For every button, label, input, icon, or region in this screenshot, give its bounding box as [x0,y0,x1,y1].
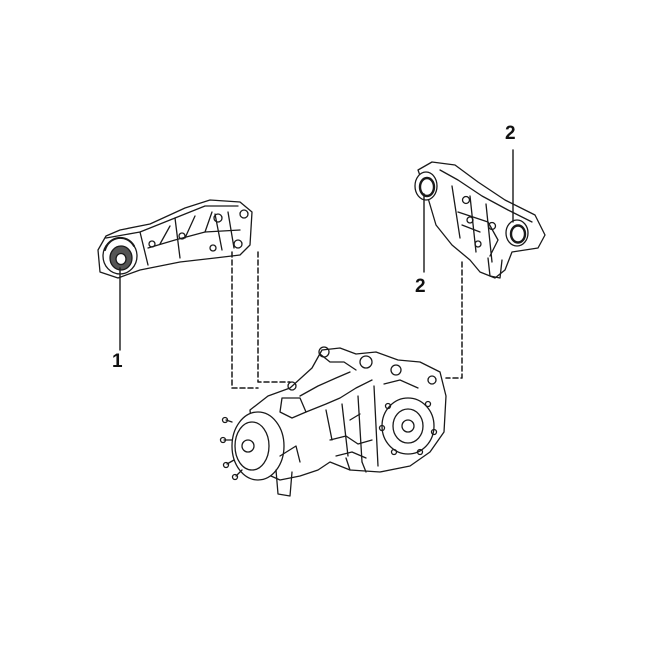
alignment-line-left-outer [231,251,259,389]
callout-label-2-bottom: 2 [415,276,426,297]
right-rubber-bushing-right [505,219,529,247]
differential-housing [219,346,447,497]
alignment-line-left-inner [257,251,291,383]
leader-lines [119,149,514,351]
alignment-lines [231,251,463,389]
callout-label-1: 1 [112,351,123,372]
alignment-line-right [445,261,463,379]
right-rubber-bushing-left [414,171,438,201]
callout-label-2-top: 2 [505,123,516,144]
right-mount-bracket [417,161,546,279]
